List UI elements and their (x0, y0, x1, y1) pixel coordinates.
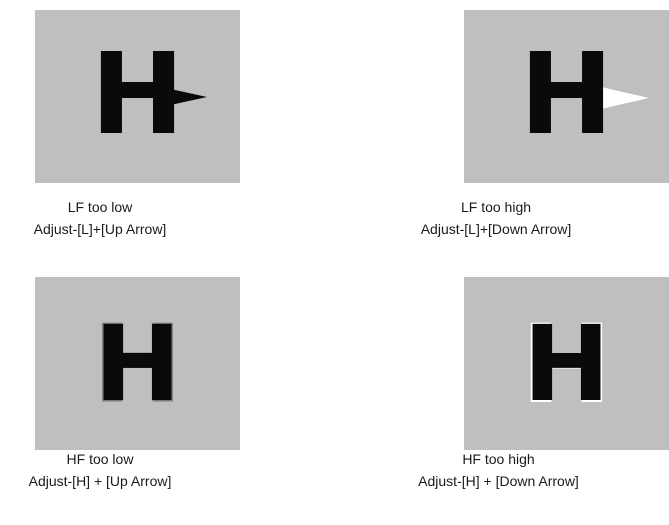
test-pattern-tile: H H (464, 277, 669, 450)
panel-hf-too-high: H H HF too high Adjust-[H] + [Down Arrow… (0, 262, 669, 524)
panel-lf-too-high: H LF too high Adjust-[L]+[Down Arrow] (0, 0, 669, 262)
panel-caption: HF too high Adjust-[H] + [Down Arrow] (386, 448, 611, 492)
instruction-label: Adjust-[L]+[Down Arrow] (386, 218, 606, 240)
condition-label: HF too high (386, 448, 611, 470)
instruction-label: Adjust-[H] + [Down Arrow] (386, 470, 611, 492)
test-pattern-tile: H (464, 10, 669, 183)
condition-label: LF too high (386, 196, 606, 218)
panel-caption: LF too high Adjust-[L]+[Down Arrow] (386, 196, 606, 240)
letter-h-glyph: H (464, 8, 669, 181)
letter-h-glyph: H (464, 277, 669, 450)
